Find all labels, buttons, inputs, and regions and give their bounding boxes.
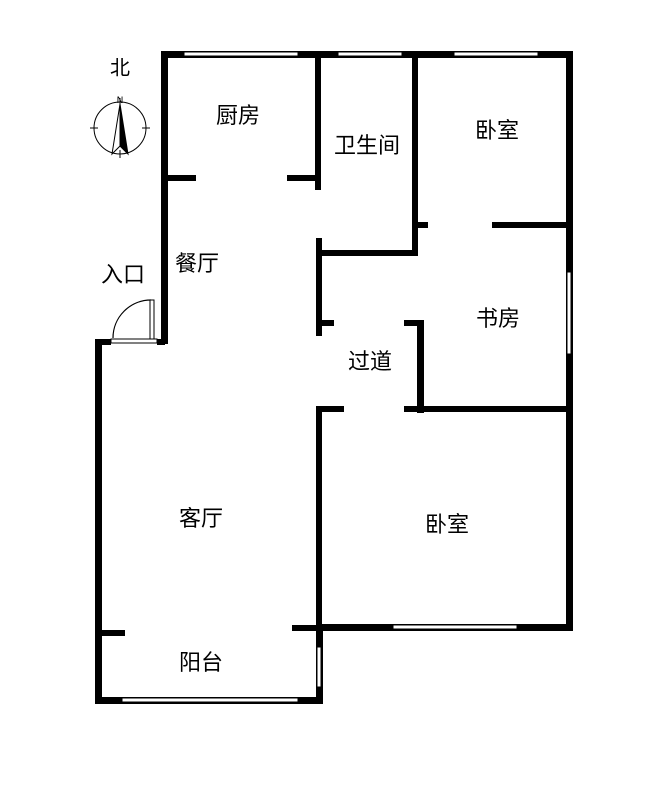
compass-needle-letter: N bbox=[117, 96, 124, 106]
wall-corridor-stub bbox=[316, 320, 334, 326]
window-bedroom-north bbox=[453, 51, 539, 57]
compass-needle-right bbox=[119, 103, 129, 156]
room-label-study: 书房 bbox=[476, 307, 520, 332]
wall-left-lower bbox=[95, 339, 102, 704]
wall-bedroom-study-stub bbox=[412, 222, 428, 228]
wall-living-bedroom bbox=[316, 406, 322, 631]
entrance-door bbox=[110, 299, 158, 346]
wall-balcony-left-stub bbox=[95, 630, 125, 636]
room-label-corridor: 过道 bbox=[348, 350, 392, 375]
window-bedroom-south bbox=[392, 624, 518, 630]
windows bbox=[121, 51, 572, 703]
interior-walls bbox=[95, 51, 573, 636]
entrance-label: 入口 bbox=[101, 263, 145, 288]
window-balcony-side bbox=[316, 646, 322, 688]
compass-north-label: 北 bbox=[110, 56, 130, 80]
room-label-balcony: 阳台 bbox=[179, 651, 223, 676]
room-label-kitchen: 厨房 bbox=[216, 104, 260, 129]
wall-study-left bbox=[417, 320, 424, 413]
wall-study-bottom-stub bbox=[404, 406, 424, 412]
door-threshold bbox=[110, 338, 158, 344]
wall-kitchen-bottom-right bbox=[287, 175, 321, 181]
window-balcony-bottom bbox=[121, 697, 299, 703]
door-swing-arc bbox=[112, 299, 152, 339]
room-label-bedroom-south: 卧室 bbox=[425, 513, 469, 538]
wall-bedroom-study bbox=[492, 222, 572, 228]
room-label-bathroom: 卫生间 bbox=[334, 134, 400, 159]
room-label-bedroom-north: 卧室 bbox=[475, 119, 519, 144]
wall-corridor-bottom-stub bbox=[316, 406, 344, 412]
wall-corridor-left-upper bbox=[316, 238, 322, 336]
wall-study-left-stub bbox=[404, 320, 424, 326]
wall-study-bedroom bbox=[417, 406, 573, 412]
room-label-living: 客厅 bbox=[179, 507, 223, 532]
window-kitchen bbox=[183, 51, 299, 57]
wall-kitchen-bath bbox=[315, 51, 321, 190]
wall-kitchen-bottom-left bbox=[161, 175, 196, 181]
window-study bbox=[566, 271, 572, 355]
compass-needle-left bbox=[111, 103, 121, 156]
wall-bath-bottom bbox=[316, 250, 418, 256]
window-bathroom bbox=[337, 51, 403, 57]
compass: 北 N bbox=[90, 56, 150, 158]
wall-bath-bedroom bbox=[412, 51, 418, 256]
door-leaf bbox=[149, 299, 155, 340]
wall-balcony-right-stub bbox=[292, 625, 323, 631]
room-label-dining: 餐厅 bbox=[175, 252, 219, 277]
wall-left-upper bbox=[161, 51, 168, 344]
